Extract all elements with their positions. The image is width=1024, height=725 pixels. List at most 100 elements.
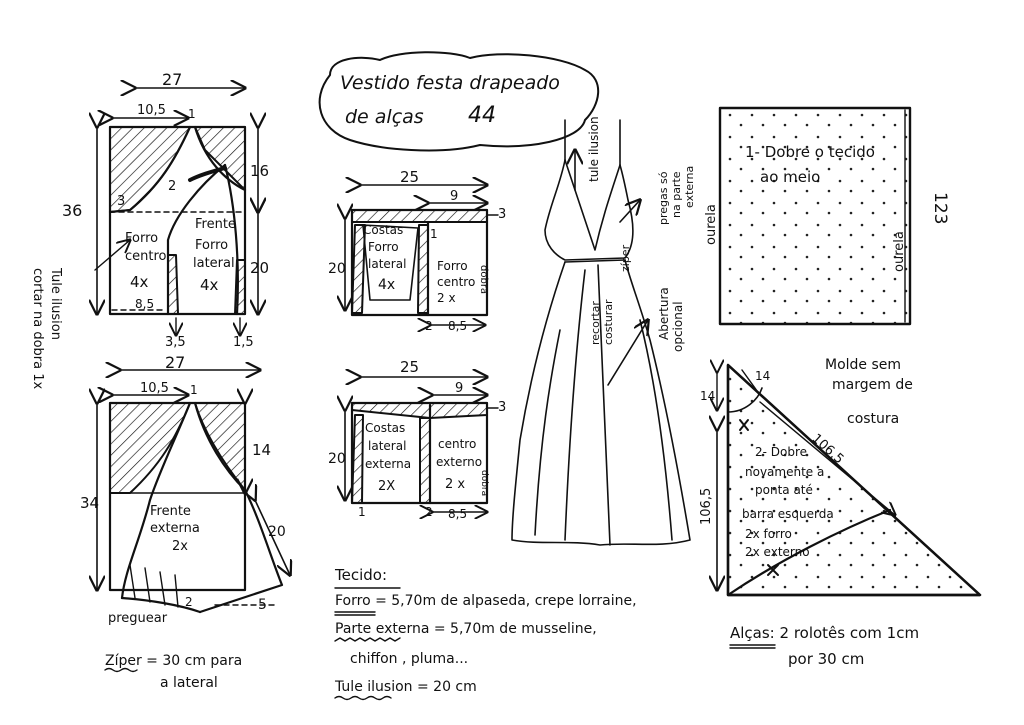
fabric-line-1: Forro = 5,70m de alpaseda, crepe lorrain… xyxy=(335,593,637,609)
triangle-piece xyxy=(717,365,982,597)
back-lining-piece-a-1: Costas xyxy=(363,223,404,237)
back-outer-bottom-mark: 8,5 xyxy=(448,507,468,521)
back-lining-bottom-mark: 8,5 xyxy=(448,319,468,333)
underlines xyxy=(104,587,776,701)
front-outer-side-upper: 14 xyxy=(252,441,272,459)
back-lining-pattern xyxy=(345,185,499,325)
straps-line-2: por 30 cm xyxy=(788,650,865,668)
title-size: 44 xyxy=(468,103,496,128)
front-lining-piece-a-1: Forro xyxy=(125,231,159,246)
triangle-text-3: ponta até xyxy=(755,483,813,497)
back-outer-num1: 1 xyxy=(358,505,366,519)
front-lining-left-mark: 3 xyxy=(117,194,126,209)
front-lining-width: 27 xyxy=(162,70,183,89)
back-outer-width: 25 xyxy=(400,358,420,376)
zipper-note-1: Zíper = 30 cm para xyxy=(105,653,243,669)
front-lining-side-upper: 16 xyxy=(250,162,270,180)
front-lining-num2: 2 xyxy=(168,179,177,194)
fabric-heading: Tecido: xyxy=(335,566,388,584)
title-line2: de alças xyxy=(345,106,424,128)
dress-label-prega-1: pregas só xyxy=(657,171,670,225)
front-lining-side-note-1: Tule ilusion xyxy=(48,268,63,340)
title-cloud xyxy=(318,51,600,152)
dress-label-prega-3: externa xyxy=(683,165,696,208)
dress-label-prega-2: na parte xyxy=(670,171,683,218)
back-outer-piece-b-2: externo xyxy=(436,455,483,469)
front-outer-piece-2: externa xyxy=(150,521,200,536)
triangle-top-14: 14 xyxy=(755,369,771,383)
front-outer-num2: 2 xyxy=(185,595,193,609)
triangle-text-4: barra esquerda xyxy=(742,507,834,521)
back-lining-piece-a-4: 4x xyxy=(378,277,396,293)
dress-illustration xyxy=(511,119,691,546)
fabric-line-4: Tule ilusion = 20 cm xyxy=(335,679,477,695)
back-lining-height: 20 xyxy=(328,261,346,277)
back-lining-piece-a-2: Forro xyxy=(368,240,399,254)
front-lining-num1: 1 xyxy=(188,107,196,121)
front-lining-piece-b-2: Forro xyxy=(195,238,229,253)
front-lining-bottom-right: 1,5 xyxy=(233,335,254,350)
triangle-left-14: 14 xyxy=(700,389,716,403)
front-lining-piece-a-2: centro xyxy=(125,249,167,264)
title-line1: Vestido festa drapeado xyxy=(340,72,560,94)
back-lining-piece-a-3: lateral xyxy=(368,257,407,271)
front-outer-top-width: 10,5 xyxy=(140,381,169,396)
zipper-note-2: a lateral xyxy=(160,675,218,691)
front-outer-height: 34 xyxy=(80,494,100,512)
triangle-note-3: costura xyxy=(847,411,900,427)
front-lining-top-width: 10,5 xyxy=(137,103,166,118)
front-outer-side-lower: 20 xyxy=(268,524,286,540)
front-lining-bottom-mid: 3,5 xyxy=(165,335,186,350)
back-lining-piece-b-1: Forro xyxy=(437,259,468,273)
dress-label-abertura-1: Abertura xyxy=(657,287,671,340)
front-lining-side-note-2: cortar na dobra 1x xyxy=(30,268,45,390)
front-lining-piece-b-3: lateral xyxy=(193,256,235,271)
back-lining-width: 25 xyxy=(400,168,420,186)
front-outer-num1: 1 xyxy=(190,383,198,397)
folded-fabric xyxy=(718,106,912,326)
dress-label-ziper: zíper xyxy=(619,244,632,272)
back-outer-pattern xyxy=(345,377,499,512)
back-outer-piece-a-3: externa xyxy=(365,457,412,471)
fabric-fold-left-selvage: ourela xyxy=(704,204,719,245)
back-outer-piece-b-3: 2 x xyxy=(445,477,466,492)
front-lining-side-lower: 20 xyxy=(250,259,270,277)
back-lining-num2: 2 xyxy=(425,319,433,333)
back-outer-piece-a-1: Costas xyxy=(365,421,406,435)
front-outer-width: 27 xyxy=(165,353,186,372)
back-lining-piece-b-4: dobra xyxy=(478,265,489,295)
dress-label-tule: tule ilusion xyxy=(587,116,601,182)
fabric-line-3: chiffon , pluma... xyxy=(350,651,469,667)
front-outer-bottom-mark: 5 xyxy=(258,597,267,613)
back-lining-center-width: 9 xyxy=(450,189,459,204)
fabric-fold-text-2: ao meio xyxy=(760,168,821,186)
back-outer-num2: 2 xyxy=(425,505,433,519)
back-outer-top-mark: 3 xyxy=(498,400,507,415)
front-outer-pattern xyxy=(97,370,290,614)
triangle-note-1: Molde sem xyxy=(825,357,902,373)
back-outer-piece-a-4: 2X xyxy=(378,479,396,494)
front-outer-piece-1: Frente xyxy=(150,504,191,519)
fabric-fold-height: 123 xyxy=(930,192,950,225)
triangle-text-6: 2x externo xyxy=(745,545,810,559)
front-lining-piece-a-3: 4x xyxy=(130,273,149,291)
front-lining-piece-b-4: 4x xyxy=(200,276,219,294)
fabric-fold-right-selvage: ourela xyxy=(892,231,907,272)
back-outer-piece-b-1: centro xyxy=(438,437,477,451)
back-outer-piece-a-2: lateral xyxy=(368,439,407,453)
front-lining-pattern xyxy=(95,88,258,335)
back-outer-center-width: 9 xyxy=(455,381,464,396)
straps-line-1: Alças: 2 rolotês com 1cm xyxy=(730,624,920,642)
triangle-text-1: 2- Dobre xyxy=(755,445,808,459)
dress-label-costurar: costurar xyxy=(602,299,615,345)
back-outer-piece-b-4: dobra xyxy=(479,470,489,497)
triangle-side: 106,5 xyxy=(699,487,714,525)
triangle-text-2: novamente a xyxy=(745,465,825,479)
triangle-text-5: 2x forro xyxy=(745,527,792,541)
dress-label-abertura-2: opcional xyxy=(671,301,685,352)
front-lining-bottom-left: 8,5 xyxy=(135,297,155,311)
back-lining-piece-b-2: centro xyxy=(437,275,476,289)
back-lining-piece-b-3: 2 x xyxy=(437,291,456,305)
